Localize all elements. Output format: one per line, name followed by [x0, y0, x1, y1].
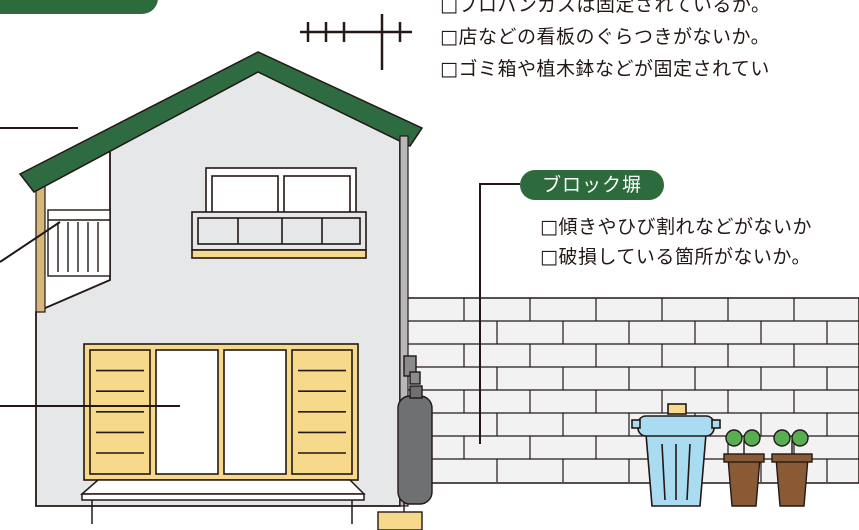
- checklist-top-item: □プロパンガスは固定されているか。: [440, 0, 771, 16]
- propane-cylinder: [397, 395, 433, 505]
- checklist-top-item: □ゴミ箱や植木鉢などが固定されてい: [440, 58, 770, 80]
- deck: [80, 479, 366, 524]
- porch-railing: [47, 209, 111, 277]
- propane-gas: [377, 355, 433, 530]
- leader-lines: [0, 127, 520, 444]
- upper-window: [191, 167, 367, 259]
- trash-bin: [631, 403, 721, 507]
- plant-pots: [723, 429, 813, 507]
- sliding-doors: [83, 343, 359, 481]
- checklist-top-item: □店などの看板のぐらつきがないか。: [440, 26, 771, 48]
- porch-post: [35, 169, 46, 313]
- plant-pot-left: [723, 429, 765, 507]
- block-wall-check-item: □傾きやひび割れなどがないか: [540, 216, 812, 238]
- plant-pot-right: [771, 429, 813, 507]
- top-badge-partial: [0, 0, 158, 14]
- cylinder-base: [377, 511, 423, 530]
- block-wall-badge: ブロック塀: [520, 170, 665, 200]
- block-wall-check-item: □破損している箇所がないか。: [540, 246, 812, 268]
- house: [18, 51, 424, 524]
- roof: [18, 51, 424, 193]
- tv-antenna: [300, 14, 412, 70]
